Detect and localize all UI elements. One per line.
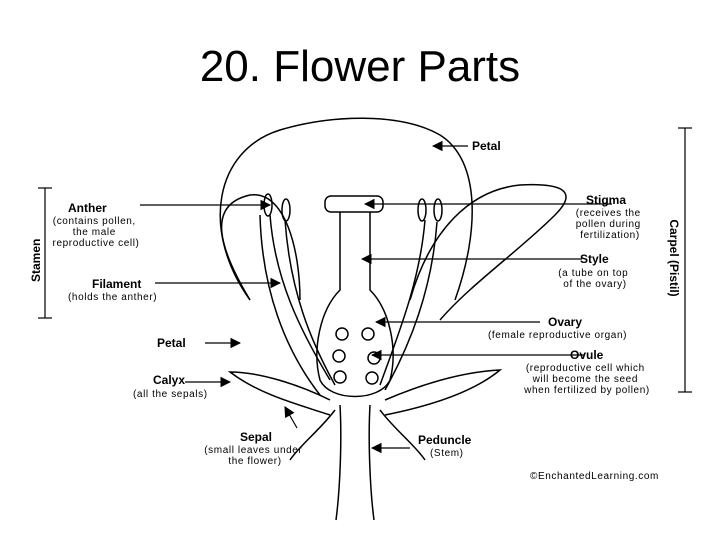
copyright-text: ©EnchantedLearning.com	[530, 471, 659, 482]
anther-shape-2	[281, 198, 291, 222]
pointer-lines	[140, 140, 612, 454]
style-desc-line-1: (a tube on top	[558, 268, 628, 279]
ovule-desc-line-3: when fertilized by pollen)	[523, 385, 650, 396]
stigma-desc-line-1: (receives the	[576, 208, 641, 219]
peduncle-shape	[335, 404, 342, 521]
lower-right-sepal	[379, 409, 426, 461]
peduncle-desc: (Stem)	[430, 448, 464, 459]
style-desc: (a tube on top of the ovary)	[558, 268, 632, 290]
filament-1	[269, 214, 331, 381]
label-filament: Filament	[92, 277, 141, 291]
anther-desc-line-2: the male	[73, 227, 116, 238]
ovule-shape-1	[335, 327, 349, 341]
left-petal	[220, 194, 301, 301]
style-ovary-shape	[316, 212, 394, 398]
anther-desc-line-1: (contains pollen,	[53, 216, 136, 227]
back-petal	[219, 117, 473, 301]
anther-shape-4	[433, 198, 443, 222]
ovary-desc: (female reproductive organ)	[488, 330, 627, 341]
style-desc-line-2: of the ovary)	[563, 279, 626, 290]
label-petal-left: Petal	[157, 336, 186, 350]
ovule-shape-5	[333, 370, 347, 384]
label-peduncle: Peduncle	[418, 433, 472, 447]
label-ovary: Ovary	[548, 315, 582, 329]
left-sepal	[227, 371, 331, 416]
label-stamen: Stamen	[29, 239, 43, 282]
anther-desc-line-3: reproductive cell)	[53, 238, 140, 249]
ovule-desc-line-1: (reproductive cell which	[526, 363, 645, 374]
stigma-desc: (receives the pollen during fertilizatio…	[576, 208, 644, 241]
stigma-desc-line-2: pollen during	[576, 219, 641, 230]
slide-title: 20. Flower Parts	[199, 42, 521, 91]
ovule-desc-line-2: will become the seed	[532, 374, 638, 385]
peduncle-shape-right	[368, 404, 375, 521]
filament-3	[259, 214, 321, 396]
anther-desc: (contains pollen, the male reproductive …	[53, 216, 140, 249]
label-calyx: Calyx	[153, 373, 185, 387]
right-petal	[409, 183, 567, 321]
filament-4	[379, 219, 426, 386]
ovule-shape-2	[361, 327, 375, 341]
pointer-sepal	[284, 406, 298, 429]
label-style: Style	[580, 252, 609, 266]
filament-2	[284, 219, 336, 386]
ovule-shape-3	[332, 349, 346, 363]
ovule-shape-4	[367, 351, 381, 365]
label-petal-top: Petal	[472, 139, 501, 153]
sepal-desc-line-1: (small leaves under	[204, 445, 302, 456]
right-sepal	[384, 369, 503, 416]
ovule-shape-6	[365, 371, 379, 385]
filament-desc: (holds the anther)	[68, 292, 157, 303]
label-sepal: Sepal	[240, 430, 272, 444]
stamen-bracket	[38, 187, 52, 319]
sepal-desc: (small leaves under the flower)	[204, 445, 306, 467]
label-carpel: Carpel (Pistil)	[667, 219, 681, 296]
carpel-bracket	[678, 127, 692, 393]
lower-left-sepal	[289, 409, 336, 461]
filament-5	[384, 221, 438, 391]
calyx-desc: (all the sepals)	[133, 389, 208, 400]
stigma-desc-line-3: fertilization)	[580, 230, 640, 241]
sepal-desc-line-2: the flower)	[228, 456, 281, 467]
anther-shape-3	[417, 198, 427, 222]
ovule-desc: (reproductive cell which will become the…	[523, 363, 650, 396]
label-anther: Anther	[68, 201, 107, 215]
label-stigma: Stigma	[586, 193, 626, 207]
label-ovule: Ovule	[570, 348, 604, 362]
